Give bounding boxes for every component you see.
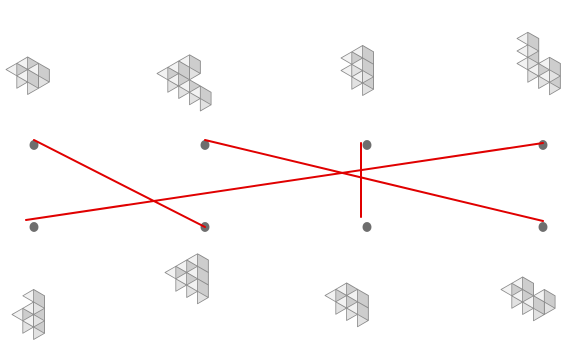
bottom-dot-4[interactable] (538, 222, 548, 232)
top-dot-1[interactable] (29, 140, 39, 150)
cube-right-face (533, 295, 545, 315)
cube (538, 56, 561, 83)
lines-layer (25, 139, 544, 228)
cube-right-face (27, 69, 39, 89)
top-dot-4[interactable] (538, 140, 548, 150)
cube-right-face (199, 85, 212, 106)
shapes-layer (5, 31, 561, 340)
dots-layer (29, 140, 548, 232)
cube (22, 289, 45, 315)
top-shape-2 (156, 54, 212, 112)
cube (516, 31, 540, 58)
cube-right-face (362, 57, 374, 78)
cube-right-face (33, 289, 45, 309)
connection-line-top1-bottom2 (33, 139, 206, 228)
cube-right-face (527, 31, 540, 52)
cube (27, 62, 50, 89)
cube-right-face (357, 301, 369, 321)
top-dot-2[interactable] (200, 140, 210, 150)
connection-line-top4-bottom1 (25, 142, 544, 221)
top-dot-3[interactable] (362, 140, 372, 150)
cube (16, 69, 39, 95)
bottom-shape-3 (324, 282, 369, 328)
cube (189, 85, 212, 112)
top-shape-4 (516, 31, 561, 96)
cube-right-face (549, 56, 561, 77)
cube-right-face (189, 54, 201, 74)
cube (186, 278, 209, 305)
cube-right-face (543, 289, 556, 309)
connection-line-top2-bottom4 (204, 139, 544, 222)
bottom-dot-3[interactable] (362, 222, 372, 232)
top-shape-3 (340, 45, 374, 96)
cube (522, 295, 545, 322)
cube-right-face (197, 278, 209, 298)
bottom-shape-4 (500, 276, 556, 322)
cube-right-face (38, 62, 50, 83)
top-shape-1 (5, 56, 50, 95)
cube (346, 301, 369, 328)
cube (351, 57, 374, 84)
bottom-shape-1 (11, 289, 45, 340)
bottom-shape-2 (164, 253, 209, 305)
bottom-dot-1[interactable] (29, 222, 39, 232)
